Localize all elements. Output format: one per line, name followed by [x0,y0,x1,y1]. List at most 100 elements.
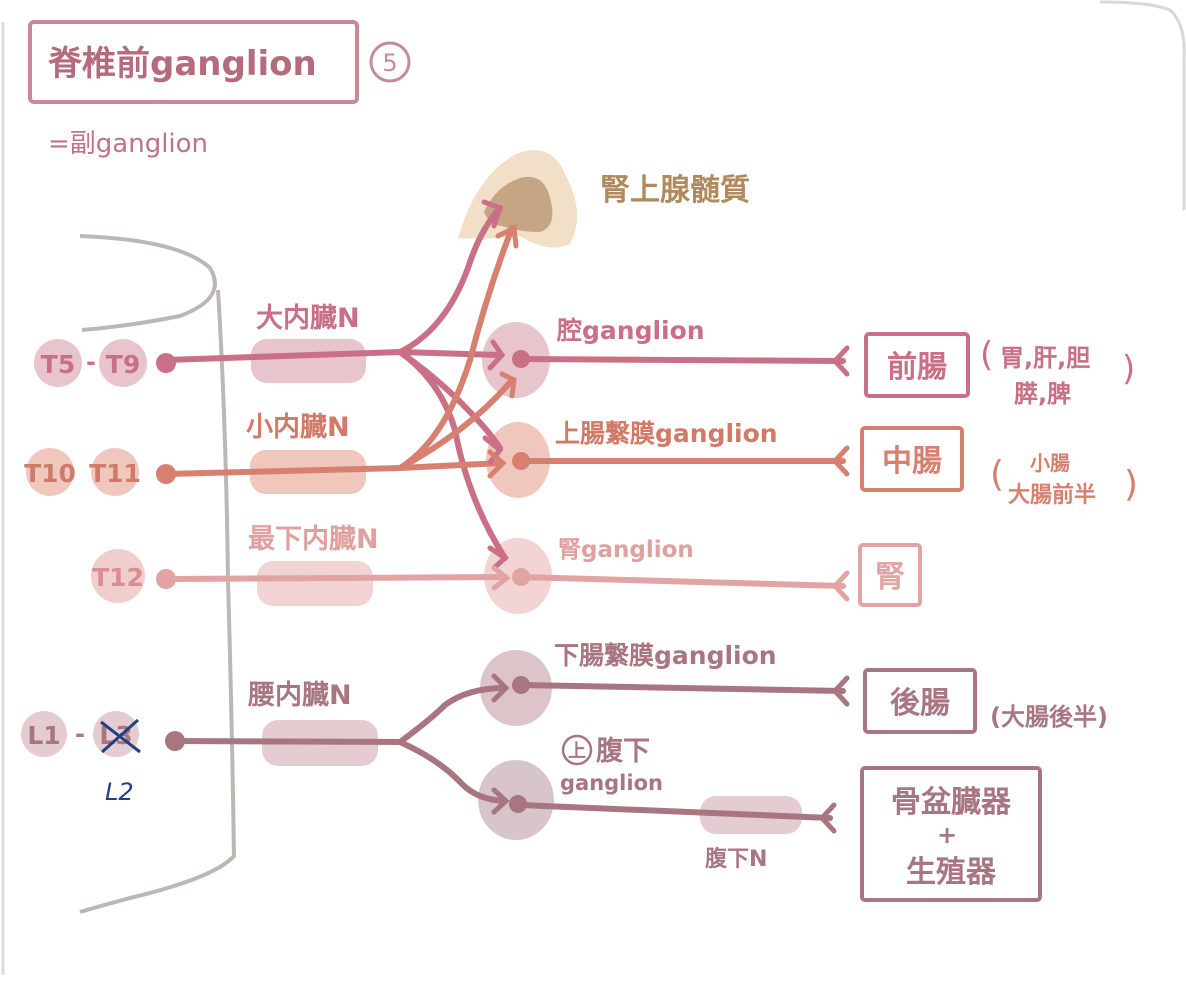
lesser-to-adrenal-fiber [397,225,515,471]
lumbar-splanchnic-trunk [172,738,403,745]
pelvic-arrowhead [818,802,837,834]
origin-dot-t12 [156,569,176,589]
hindgut-arrowhead [831,675,850,707]
title-number: 5 [382,49,397,77]
segment-label-t5: T5 [41,350,75,379]
lumbar-to-inf-mesenteric-fiber [397,685,508,745]
correction-label-l2: L2 [105,778,134,806]
sup-hypogastric-synapse-dot [509,795,527,813]
foregut-box [864,332,970,398]
sup-hypogastric-to-pelvic-fiber [518,802,833,821]
sup-mesenteric-ganglion-label: 上腸繋膜ganglion [555,419,778,448]
sup-hypogastric-arrowhead [491,787,510,815]
kidney-arrowhead [831,570,850,602]
segment-circle-l1 [21,711,67,757]
adrenal-arrowhead-greater [481,199,504,229]
title-box [28,20,359,104]
midgut-arrowhead [831,445,850,477]
pelvic-label-line2: 生殖器 [906,855,997,890]
foregut-note-line1: 胃,肝,胆 [1000,344,1090,372]
lumbar-to-sup-hypogastric-fiber [397,739,508,804]
greater-splanchnic-label: 大内臓N [256,303,360,334]
inf-mesenteric-to-hindgut-fiber [518,682,846,694]
least-splanchnic-highlight [257,561,373,606]
celiac-arrowhead-greater [487,339,506,371]
segment-label-t10: T10 [24,459,76,488]
celiac-arrowhead-lesser [499,371,517,399]
origin-dot-t5-t9 [156,353,176,373]
inf-mesenteric-ganglion-label: 下腸繋膜ganglion [554,641,777,670]
midgut-note-line1: 小腸 [1030,451,1070,475]
lesser-splanchnic-trunk [163,465,403,477]
spinal-cord-outline [79,289,237,914]
page-right-edge [1099,0,1186,210]
kidney-label: 腎 [875,560,905,595]
hindgut-box [863,668,977,734]
lesser-to-sup-mesenteric-fiber [397,460,505,471]
page-title: 脊椎前ganglion [48,44,317,84]
sup-hypogastric-circle-mark [561,734,593,766]
adrenal-medulla-label: 腎上腺髄質 [600,173,750,208]
renal-arrowhead-greater [487,545,510,571]
lumbar-splanchnic-label: 腰内臓N [247,680,352,711]
segment-label-t11: T11 [89,459,141,488]
midgut-note-close-paren: ) [1124,464,1138,505]
celiac-synapse-dot [512,350,530,368]
hindgut-note: (大腸後半) [990,703,1108,731]
midgut-label: 中腸 [882,444,942,479]
greater-to-celiac-fiber [397,349,503,358]
foregut-note-close-paren: ) [1122,349,1135,389]
greater-to-adrenal-fiber [397,205,503,355]
sup-mesenteric-synapse-dot [512,452,530,470]
origin-dot-l1-l2 [165,731,185,751]
foregut-label: 前腸 [887,350,947,385]
segment-label-t12: T12 [92,563,144,592]
segment-label-l1: L1 [27,721,60,750]
correction-cross-mark [100,718,141,754]
midgut-note-line2: 大腸前半 [1008,482,1096,508]
sup-hypogastric-ganglion-label: 腹下 [595,736,650,767]
foregut-note-line2: 膵,脾 [1014,380,1071,408]
segment-circle-t9 [99,339,147,387]
segment-circle-t10 [26,448,74,496]
title-number-circle [369,41,411,83]
segment-circle-t11 [91,448,139,496]
least-splanchnic-label: 最下内臓N [248,524,379,555]
sup-mesenteric-arrowhead-lesser [487,449,507,479]
origin-dot-t10-t11 [156,464,176,484]
inf-mesenteric-arrowhead [491,673,510,703]
foregut-note-open-paren: ( [980,335,993,375]
renal-synapse-dot [512,568,530,586]
segment-label-t9: T9 [106,350,140,379]
segment-circle-t12 [91,549,145,603]
kidney-box [858,543,922,607]
hypogastric-nerve-label: 腹下N [705,846,767,872]
hindgut-label: 後腸 [890,686,950,721]
pelvic-label-line1: 骨盆臓器 [891,785,1012,820]
pelvic-label-plus: + [937,821,957,849]
segment-label-t5-t9-sep: - [86,348,96,376]
midgut-box [860,426,964,492]
celiac-to-foregut-fiber [518,356,846,364]
renal-to-kidney-fiber [518,574,846,589]
segment-circle-t5 [34,339,82,387]
foregut-arrowhead [831,345,850,377]
midgut-note-open-paren: ( [990,454,1004,495]
pelvic-box [860,766,1042,902]
lesser-splanchnic-label: 小内臓N [246,412,350,443]
segment-label-l-sep: - [75,720,85,748]
lesser-to-celiac-fiber [397,377,515,471]
adrenal-medulla-shape-inner [484,176,553,232]
inf-mesenteric-synapse-dot [512,676,530,694]
renal-arrowhead-least [491,565,512,591]
sup-hypogastric-circle-char: 上 [568,741,586,762]
spine-vertebra-outline [79,234,217,332]
greater-splanchnic-highlight [251,339,366,383]
sup-hypogastric-ganglion-sublabel: ganglion [560,771,663,795]
least-splanchnic-trunk [163,574,508,582]
subtitle: =副ganglion [48,129,208,159]
adrenal-arrowhead-lesser [495,224,519,249]
celiac-ganglion-label: 腔ganglion [556,316,705,345]
